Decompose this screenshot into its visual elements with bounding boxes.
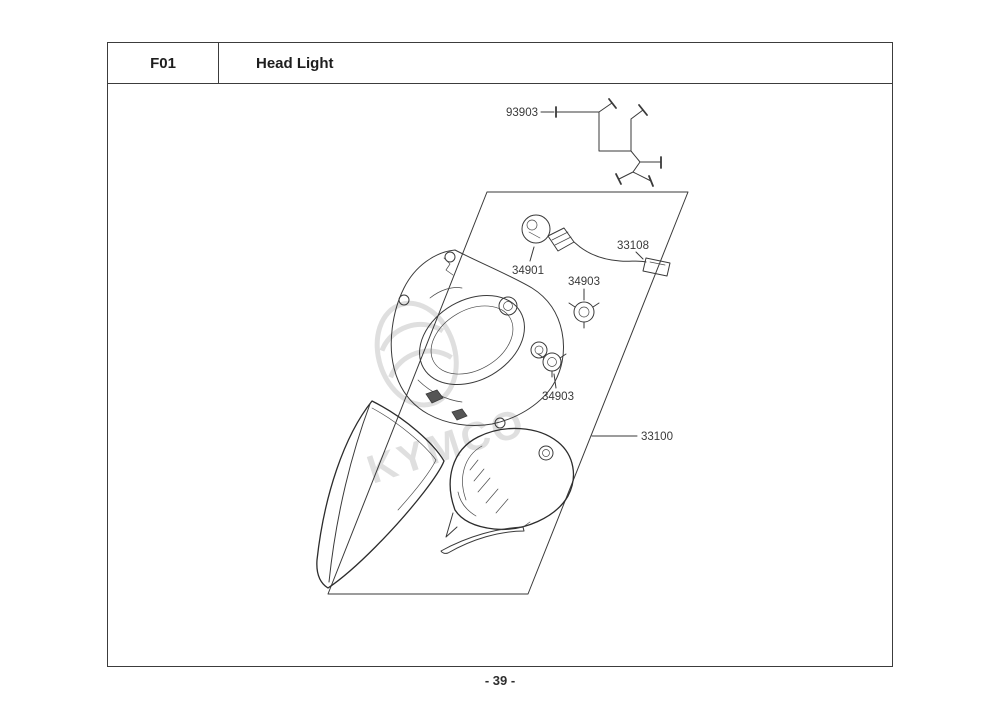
leader-line	[529, 246, 535, 262]
connector-wire-part	[579, 246, 671, 277]
logo-wing-icon	[388, 348, 453, 379]
part-number-bulb: 34901	[512, 265, 544, 277]
assembly-boundary-outline	[327, 191, 689, 595]
leader-line	[635, 251, 644, 260]
part-number-socket-lower: 34903	[542, 391, 574, 403]
watermark-text: KYMCO	[362, 400, 531, 492]
label-assembly: 33100	[591, 431, 673, 443]
label-connector-wire: 33108	[617, 240, 649, 260]
logo-oval-icon	[374, 300, 459, 408]
trim-strip-part	[440, 521, 531, 554]
socket-upper-part	[568, 301, 600, 329]
logo-wing-icon	[379, 321, 445, 352]
lens-part	[445, 427, 575, 538]
front-cover-part	[316, 400, 445, 589]
part-number-connector-wire: 33108	[617, 240, 649, 252]
part-number-harness: 93903	[506, 107, 538, 119]
label-bulb: 34901	[512, 246, 544, 277]
part-number-assembly: 33100	[641, 431, 673, 443]
bulb-part	[521, 214, 581, 252]
harness-part	[555, 98, 662, 187]
section-code: F01	[150, 54, 176, 72]
leader-line	[553, 373, 557, 389]
label-socket-lower: 34903	[542, 373, 574, 403]
content-frame: F01 Head Light	[107, 42, 893, 667]
header-divider	[108, 83, 892, 84]
part-number-socket-upper: 34903	[568, 276, 600, 288]
kymco-watermark-logo: KYMCO	[362, 300, 531, 493]
page-number: - 39 -	[484, 673, 516, 688]
housing-part	[390, 249, 565, 429]
label-harness: 93903	[506, 107, 555, 119]
label-socket-upper: 34903	[568, 276, 600, 301]
page-title: Head Light	[256, 55, 334, 72]
